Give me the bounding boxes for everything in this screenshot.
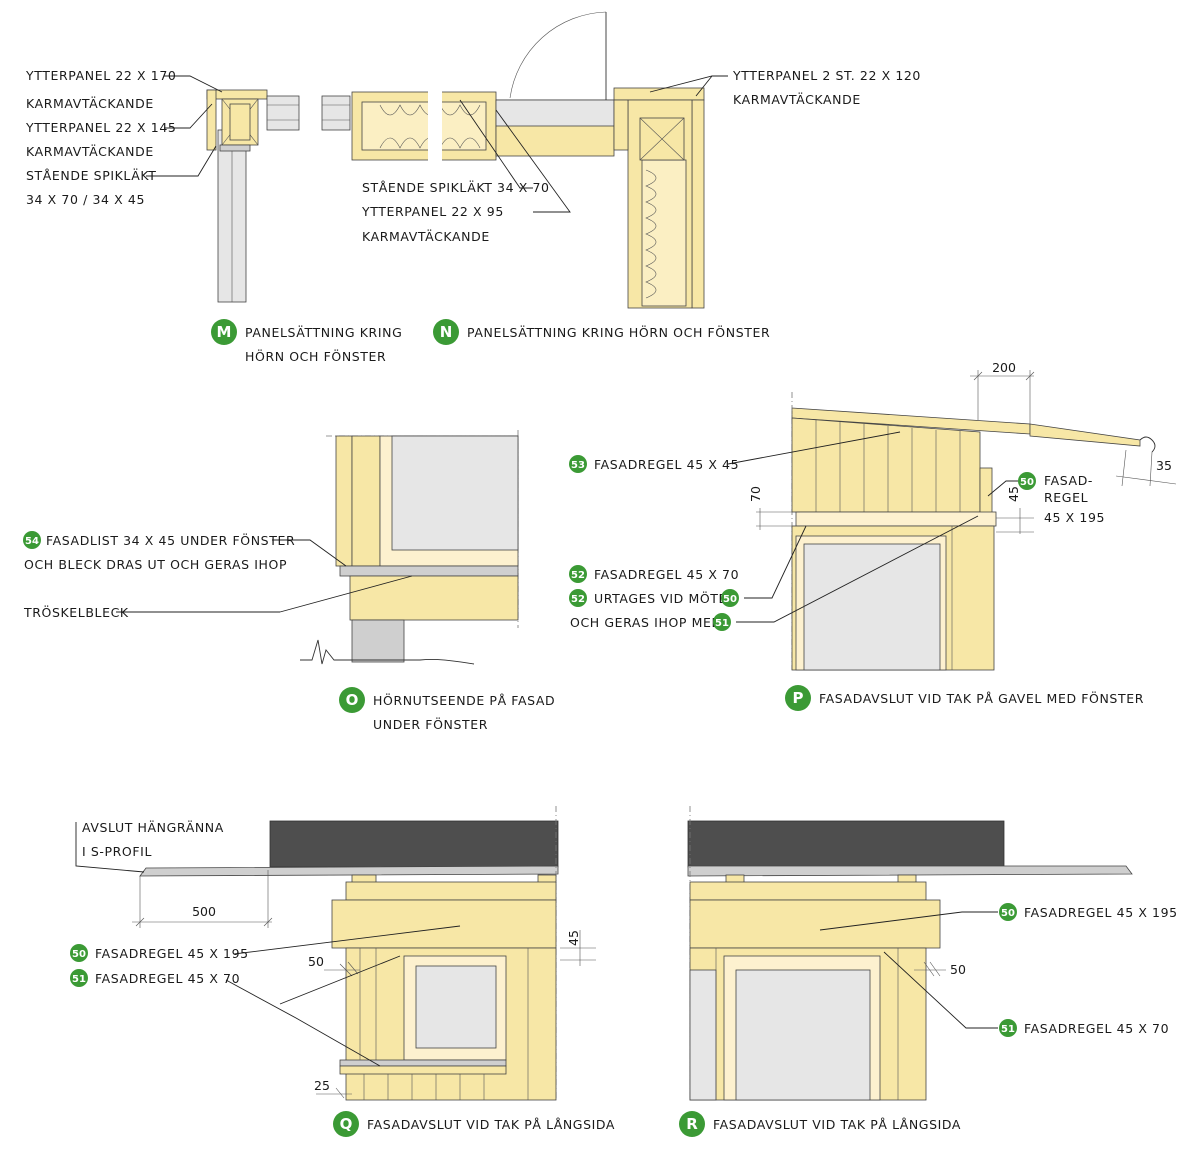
badge-q — [333, 1111, 359, 1137]
label-o-bleck: OCH BLECK DRAS UT OCH GERAS IHOP — [24, 557, 287, 572]
badge-54 — [23, 531, 41, 549]
caption-q-line1: FASADAVSLUT VID TAK PÅ LÅNGSIDA — [367, 1117, 615, 1132]
label-o-troskelbleck: TRÖSKELBLECK — [23, 604, 129, 620]
dim-p-70: 70 — [748, 486, 763, 502]
badge-o — [339, 687, 365, 713]
dim-r-50: 50 — [950, 962, 966, 977]
label-q-fasadregel-45x195: FASADREGEL 45 X 195 — [95, 946, 249, 961]
detail-r-drawing — [687, 806, 1133, 1101]
badge-50b-text: 50 — [723, 594, 737, 605]
label-n-spiklakt: STÅENDE SPIKLÄKT 34 X 70 — [362, 180, 550, 195]
caption-r: R FASADAVSLUT VID TAK PÅ LÅNGSIDA — [679, 1111, 961, 1137]
detail-m-drawing — [206, 89, 300, 303]
label-m-karmavtackande-1: KARMAVTÄCKANDE — [26, 96, 154, 111]
caption-m: M PANELSÄTTNING KRING HÖRN OCH FÖNSTER — [211, 319, 402, 364]
caption-p: P FASADAVSLUT VID TAK PÅ GAVEL MED FÖNST… — [785, 685, 1144, 711]
label-m-spiklakt: STÅENDE SPIKLÄKT — [26, 168, 157, 183]
label-n-karmavtackande: KARMAVTÄCKANDE — [362, 229, 490, 244]
badge-q-51 — [70, 969, 88, 987]
detail-p-drawing — [727, 370, 1177, 671]
badge-r-50 — [999, 903, 1017, 921]
caption-m-line2: HÖRN OCH FÖNSTER — [245, 348, 386, 364]
badge-54-text: 54 — [25, 536, 39, 547]
badge-52a-text: 52 — [571, 570, 585, 581]
label-m-karmavtackande-2: KARMAVTÄCKANDE — [26, 144, 154, 159]
label-q-avslut-hangranna: AVSLUT HÄNGRÄNNA — [82, 820, 224, 835]
label-q-fasadregel-45x70: FASADREGEL 45 X 70 — [95, 971, 240, 986]
badge-p-letter: P — [793, 689, 804, 707]
label-p-45x195: 45 X 195 — [1044, 510, 1105, 525]
badge-53-text: 53 — [571, 460, 585, 471]
caption-p-line1: FASADAVSLUT VID TAK PÅ GAVEL MED FÖNSTER — [819, 690, 1144, 706]
label-n-ytterpanel-2st: YTTERPANEL 2 ST. 22 X 120 — [732, 68, 921, 83]
caption-o-line1: HÖRNUTSEENDE PÅ FASAD — [373, 692, 555, 708]
leaders-m-n — [146, 75, 728, 213]
caption-o: O HÖRNUTSEENDE PÅ FASAD UNDER FÖNSTER — [339, 687, 555, 732]
dim-p-200: 200 — [992, 360, 1016, 375]
badge-52a — [569, 565, 587, 583]
badge-n — [433, 319, 459, 345]
badge-51-text: 51 — [715, 618, 729, 629]
dim-q-500: 500 — [192, 904, 216, 919]
detail-n-drawing — [321, 11, 705, 309]
label-r-fasadregel-45x195: FASADREGEL 45 X 195 — [1024, 905, 1178, 920]
badge-n-letter: N — [440, 323, 453, 341]
badge-m — [211, 319, 237, 345]
label-r-fasadregel-45x70: FASADREGEL 45 X 70 — [1024, 1021, 1169, 1036]
badge-q-letter: Q — [340, 1115, 353, 1133]
badge-r-50-text: 50 — [1001, 908, 1015, 919]
label-m-ytterpanel-170: YTTERPANEL 22 X 170 — [25, 68, 176, 83]
dim-p-35: 35 — [1156, 458, 1172, 473]
badge-q-51-text: 51 — [72, 974, 86, 985]
badge-51 — [713, 613, 731, 631]
detail-q-drawing — [75, 806, 596, 1101]
badge-m-letter: M — [217, 323, 232, 341]
label-n-karmavtackande-2: KARMAVTÄCKANDE — [733, 92, 861, 107]
label-p-fasad: FASAD- — [1044, 473, 1093, 488]
badge-q-50-text: 50 — [72, 949, 86, 960]
badge-50 — [1018, 472, 1036, 490]
badge-52b — [569, 589, 587, 607]
label-q-s-profil: I S-PROFIL — [82, 844, 152, 859]
label-p-urtages: URTAGES VID MÖTE — [594, 590, 727, 606]
badge-r-51-text: 51 — [1001, 1024, 1015, 1035]
badge-r-letter: R — [686, 1115, 698, 1133]
label-p-fasadregel-45x45: FASADREGEL 45 X 45 — [594, 457, 739, 472]
caption-n-line1: PANELSÄTTNING KRING HÖRN OCH FÖNSTER — [467, 324, 770, 340]
label-p-regel: REGEL — [1044, 490, 1088, 505]
label-m-ytterpanel-145: YTTERPANEL 22 X 145 — [25, 120, 176, 135]
badge-53 — [569, 455, 587, 473]
dim-p-45: 45 — [1006, 486, 1021, 502]
label-n-ytterpanel-95: YTTERPANEL 22 X 95 — [361, 204, 504, 219]
caption-m-line1: PANELSÄTTNING KRING — [245, 325, 402, 340]
badge-50-text: 50 — [1020, 477, 1034, 488]
dim-q-50: 50 — [308, 954, 324, 969]
label-p-fasadregel-45x70: FASADREGEL 45 X 70 — [594, 567, 739, 582]
caption-o-line2: UNDER FÖNSTER — [373, 716, 488, 732]
badge-r — [679, 1111, 705, 1137]
dim-q-45: 45 — [566, 930, 581, 946]
detail-o-drawing — [116, 430, 520, 665]
label-p-geras: OCH GERAS IHOP MED — [570, 615, 722, 630]
badge-p — [785, 685, 811, 711]
badge-52b-text: 52 — [571, 594, 585, 605]
badge-q-50 — [70, 944, 88, 962]
label-m-spiklakt-dims: 34 X 70 / 34 X 45 — [26, 192, 145, 207]
badge-50b — [721, 589, 739, 607]
label-o-fasadlist: FASADLIST 34 X 45 UNDER FÖNSTER — [46, 532, 295, 548]
badge-o-letter: O — [346, 691, 359, 709]
caption-r-line1: FASADAVSLUT VID TAK PÅ LÅNGSIDA — [713, 1117, 961, 1132]
badge-r-51 — [999, 1019, 1017, 1037]
dim-q-25: 25 — [314, 1078, 330, 1093]
caption-q: Q FASADAVSLUT VID TAK PÅ LÅNGSIDA — [333, 1111, 615, 1137]
caption-n: N PANELSÄTTNING KRING HÖRN OCH FÖNSTER — [433, 319, 770, 345]
